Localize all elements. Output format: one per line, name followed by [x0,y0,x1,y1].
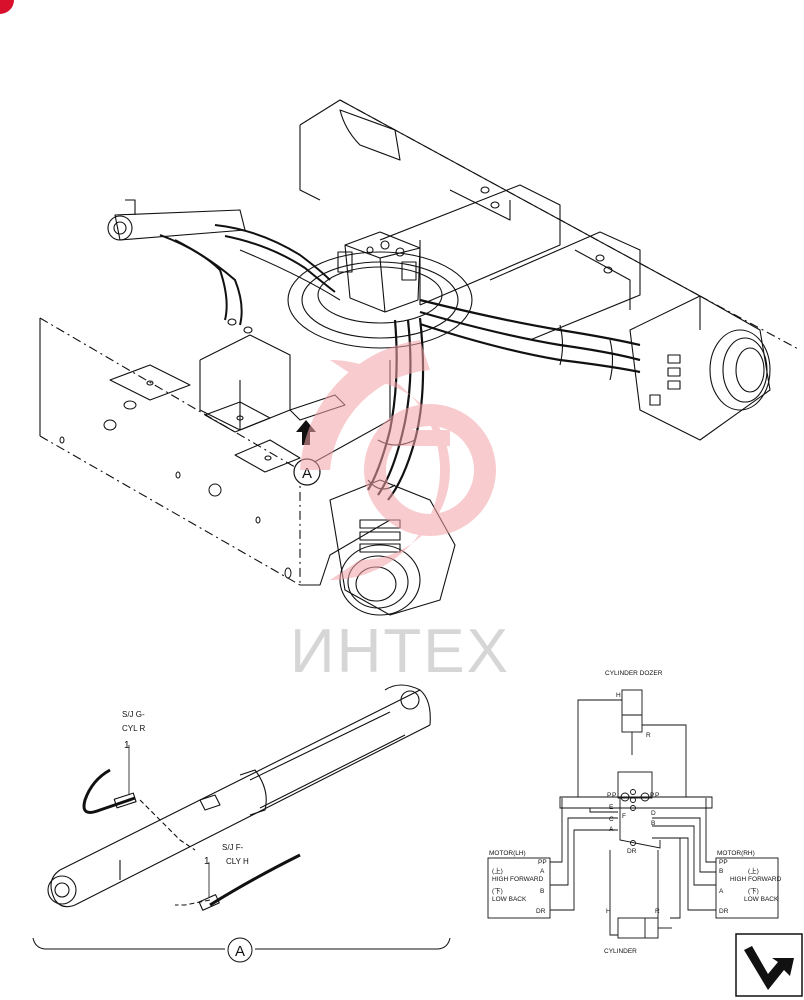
part-index-2: 1 [204,856,210,867]
motor-rh-back-label: LOW BACK [744,896,779,903]
part-label-fcyl: S/J F- [222,843,244,852]
detail-a-illustration [47,684,431,911]
joint-port-p3: P [650,792,654,799]
motor-lh-back-label: LOW BACK [492,896,527,903]
motor-lh-port-dr: DR [536,908,546,915]
schematic-bottom-label: CYLINDER [604,948,637,955]
port-h-top: H [616,692,621,699]
joint-port-p2: P [612,792,616,799]
part-sublabel-fcyl: CLY H [226,857,249,866]
motor-rh-back-note: (下) [748,887,759,895]
hydraulic-schematic [487,689,779,939]
joint-port-b: B [651,820,655,827]
corner-tab-icon [0,0,14,14]
motor-lh-port-a: A [540,868,545,875]
motor-rh-title: MOTOR(RH) [717,850,755,857]
joint-port-e: E [609,804,614,811]
port-h-bottom: H [606,908,611,915]
motor-lh-back-note: (下) [492,887,503,895]
motor-rh-port-pp: PP [719,859,728,866]
joint-port-p4: P [655,792,659,799]
watermark [300,340,496,580]
motor-lh-fwd-label: HIGH FORWARD [492,876,544,883]
view-a-letter: A [302,465,312,482]
joint-port-c: C [609,816,614,823]
part-label-gcyl: S/J G- [122,710,145,719]
part-index-1: 1 [124,740,130,751]
schematic-top-label: CYLINDER DOZER [605,670,663,677]
motor-lh-port-pp: PP [538,859,547,866]
part-sublabel-gcyl: CYL R [122,724,145,733]
motor-rh-fwd-note: (上) [748,866,759,875]
motor-rh-fwd-label: HIGH FORWARD [730,876,782,883]
watermark-text: ИНТЕХ [290,617,510,686]
port-r-top: R [646,732,651,739]
joint-port-f-inner: F [622,813,626,820]
joint-port-a: A [609,826,614,833]
joint-port-d: D [651,810,656,817]
motor-rh-port-b: B [719,868,723,875]
motor-rh-port-dr: DR [719,908,729,915]
detail-bracket-letter: A [235,943,245,960]
joint-port-dr: DR [627,848,637,855]
next-page-button[interactable] [735,933,803,997]
joint-port-p1: P [607,792,611,799]
port-r-bottom: R [655,908,660,915]
motor-lh-title: MOTOR(LH) [489,850,526,857]
next-page-arrow-icon [744,946,794,990]
motor-lh-port-b: B [540,888,544,895]
motor-rh-port-a: A [719,888,724,895]
motor-lh-fwd-note: (上) [492,866,503,875]
detail-bracket [32,937,451,963]
